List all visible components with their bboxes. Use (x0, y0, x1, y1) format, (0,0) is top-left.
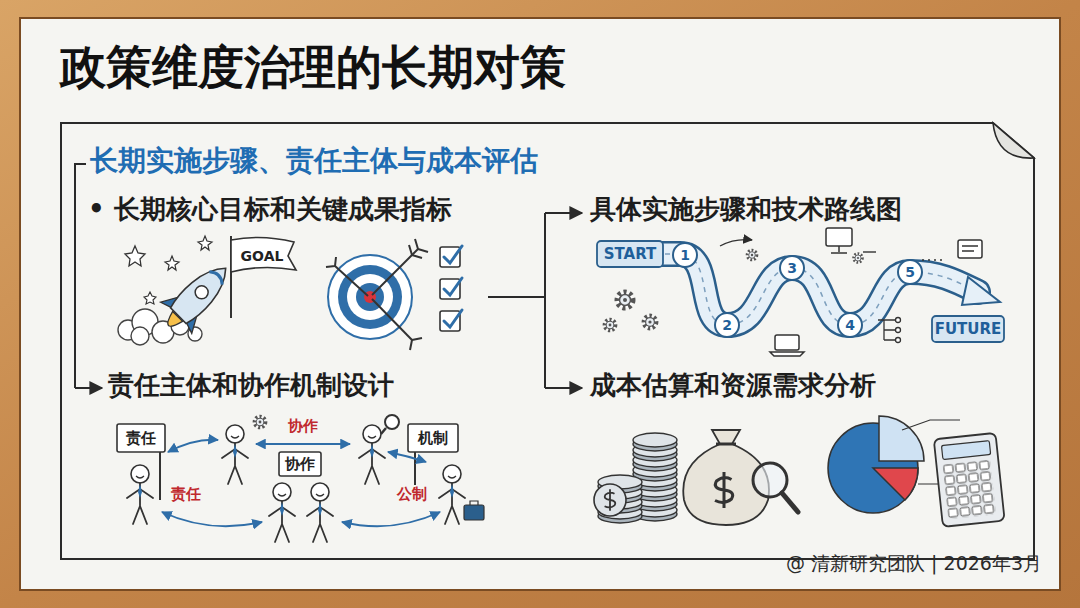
future-label: FUTURE (935, 320, 1002, 338)
sign-label: 责任 (126, 429, 156, 447)
roadmap-illustration (597, 228, 1004, 356)
bracket (75, 164, 582, 388)
arrow-label: 公制 (395, 485, 429, 503)
whiteboard (20, 18, 1060, 590)
arrow-label: 责任 (169, 485, 203, 503)
flag-label: GOAL (241, 248, 284, 265)
section-heading: 责任主体和协作机制设计 (108, 370, 394, 401)
target-illustration (326, 239, 462, 350)
sign-label: 机制 (418, 429, 448, 447)
section-heading: 成本估算和资源需求分析 (590, 370, 876, 401)
step-number: 3 (787, 260, 797, 277)
money-illustration (594, 416, 1005, 527)
start-label: START (604, 245, 657, 263)
arrow-label: 协作 (286, 417, 320, 435)
panel-heading: 长期实施步骤、责任主体与成本评估 (90, 144, 1005, 178)
panel-outline (60, 122, 1035, 560)
people-illustration (117, 415, 484, 542)
section-heading: 具体实施步骤和技术路线图 (590, 194, 902, 225)
step-number: 4 (845, 317, 855, 334)
section-heading: • 长期核心目标和关键成果指标 (88, 194, 452, 225)
sign-label: 协作 (285, 455, 315, 473)
content-panel: 长期实施步骤、责任主体与成本评估 (60, 122, 1035, 560)
credit-note: @ 清新研究团队 | 2026年3月 (786, 552, 1042, 575)
panel-border (61, 123, 1034, 559)
folded-corner (993, 123, 1034, 158)
rocket-illustration (118, 236, 296, 345)
title: 政策维度治理的长期对策 (60, 40, 566, 95)
step-number: 5 (905, 264, 915, 281)
step-number: 2 (722, 317, 732, 334)
step-number: 1 (680, 247, 690, 264)
